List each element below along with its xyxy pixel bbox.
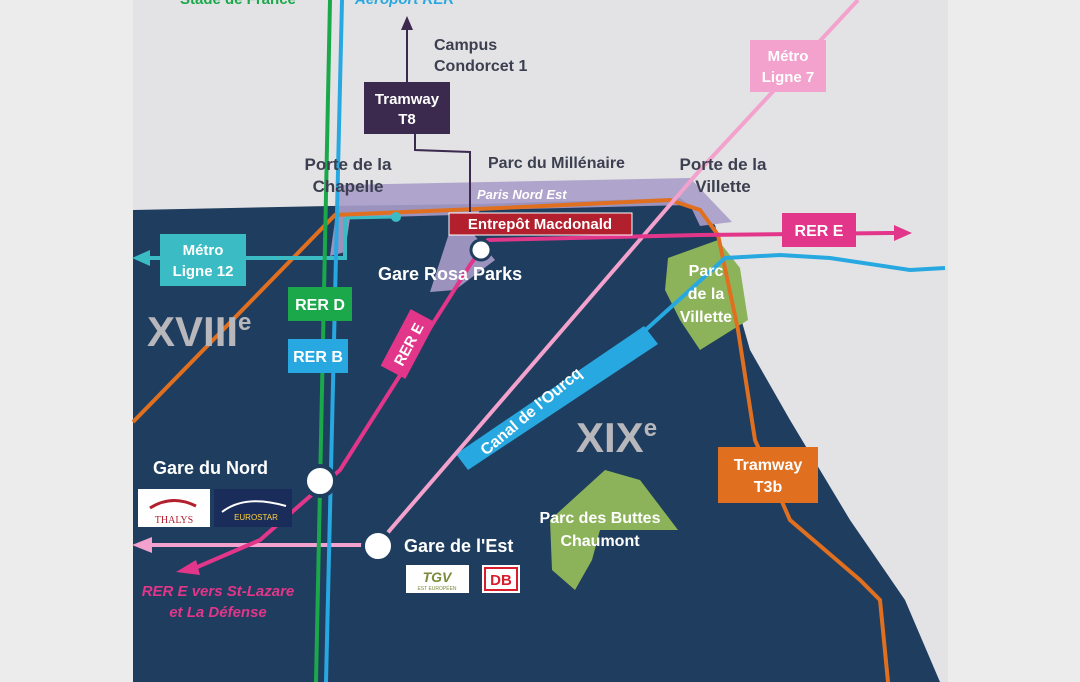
porte-villette-label-2: Villette bbox=[695, 177, 750, 196]
tramway-t8-arrow bbox=[401, 16, 413, 30]
campus-label-1: Campus bbox=[434, 37, 497, 54]
gare-du-nord-label: Gare du Nord bbox=[153, 458, 268, 478]
rer-e-destination-label-1: RER E vers St-Lazare bbox=[142, 583, 295, 600]
metro-12-label-1: Métro bbox=[183, 242, 224, 259]
parc-buttes-chaumont-shape bbox=[550, 470, 678, 590]
rer-d-label: RER D bbox=[295, 297, 345, 314]
rer-e-diagonal-box bbox=[380, 309, 436, 379]
porte-chapelle-label-1: Porte de la bbox=[305, 155, 392, 174]
entrepot-label: Entrepôt Macdonald bbox=[468, 216, 612, 233]
gare-rosa-parks-station bbox=[469, 238, 493, 262]
campus-label-2: Condorcet 1 bbox=[434, 58, 527, 75]
canal-ourcq-line bbox=[638, 252, 946, 337]
tramway-t8-branch bbox=[414, 134, 471, 212]
arrondissement-18-sup: e bbox=[238, 309, 251, 336]
parc-millenaire-label: Parc du Millénaire bbox=[488, 155, 625, 172]
metro-12-arrow bbox=[132, 250, 150, 266]
metro-7-box bbox=[750, 40, 826, 92]
tgv-logo-subtext: EST EUROPÉEN bbox=[417, 585, 456, 592]
aeroport-label: Aéroport RER bbox=[354, 0, 454, 8]
tramway-t8-label-1: Tramway bbox=[375, 91, 440, 108]
eurostar-logo-mark bbox=[221, 500, 287, 513]
tgv-logo bbox=[406, 565, 469, 593]
tramway-t8-box bbox=[364, 82, 450, 134]
metro-7-arrow bbox=[132, 537, 152, 553]
parc-buttes-label-1: Parc des Buttes bbox=[540, 510, 661, 527]
tgv-logo-text: TGV bbox=[423, 569, 453, 585]
rer-d-box bbox=[288, 287, 352, 321]
rer-e-diagonal-tag: RER E bbox=[380, 309, 436, 379]
rer-e-destination-label-2: et La Défense bbox=[169, 604, 267, 621]
metro-7-line bbox=[150, 0, 860, 547]
rer-e-line bbox=[194, 231, 896, 570]
metro-12-box bbox=[160, 234, 246, 286]
db-logo-frame bbox=[484, 567, 518, 591]
arrondissement-18-text: XVIII bbox=[147, 308, 238, 355]
gare-rosa-parks-label: Gare Rosa Parks bbox=[378, 264, 522, 284]
tramway-t3b-label-1: Tramway bbox=[734, 457, 803, 474]
porte-chapelle-label-2: Chapelle bbox=[313, 177, 384, 196]
rer-e-east-label: RER E bbox=[795, 223, 844, 240]
gare-de-l-est-label: Gare de l'Est bbox=[404, 536, 513, 556]
db-logo-text: DB bbox=[490, 572, 512, 589]
parc-villette-label-1: Parc bbox=[689, 263, 724, 280]
metro-7-label-2: Ligne 7 bbox=[762, 69, 815, 86]
gare-de-l-est-station bbox=[361, 529, 395, 563]
arrondissement-18-label: XVIIIe bbox=[147, 308, 251, 355]
eurostar-logo-text: EUROSTAR bbox=[234, 513, 278, 522]
metro-12-branch bbox=[344, 215, 397, 220]
parc-buttes-label-2: Chaumont bbox=[560, 533, 640, 550]
arrondissement-19-sup: e bbox=[644, 415, 657, 442]
metro-7-label-1: Métro bbox=[768, 48, 809, 65]
tramway-t8-label-2: T8 bbox=[398, 111, 416, 128]
arrondissement-19-label: XIXe bbox=[576, 414, 657, 461]
parc-villette-shape bbox=[665, 240, 748, 350]
rer-e-east-arrow bbox=[894, 225, 912, 241]
tramway-t3b-box bbox=[718, 447, 818, 503]
canal-ourcq-band bbox=[456, 326, 658, 470]
porte-villette-label-1: Porte de la bbox=[680, 155, 767, 174]
thalys-logo-text: THALYS bbox=[155, 515, 193, 526]
tramway-t3b-line bbox=[131, 197, 890, 682]
entrepot-box bbox=[448, 212, 633, 236]
arrondissement-19-text: XIX bbox=[576, 414, 644, 461]
db-logo bbox=[482, 565, 520, 593]
paris-nord-est-label: Paris Nord Est bbox=[477, 187, 567, 202]
rer-e-west-arrow bbox=[176, 560, 200, 575]
rer-e-east-box bbox=[782, 213, 856, 247]
paris-nord-est-zone bbox=[330, 178, 732, 292]
thalys-logo-mark bbox=[149, 499, 197, 510]
parc-villette-label-2: de la bbox=[688, 286, 725, 303]
tramway-t3b-label-2: T3b bbox=[754, 479, 783, 496]
parc-villette-label-3: Villette bbox=[680, 309, 732, 326]
stade-de-france-label: Stade de France bbox=[180, 0, 296, 8]
rer-b-label: RER B bbox=[293, 349, 343, 366]
rer-b-box bbox=[288, 339, 348, 373]
gare-du-nord-station bbox=[303, 464, 337, 498]
metro-12-label-2: Ligne 12 bbox=[173, 263, 234, 280]
